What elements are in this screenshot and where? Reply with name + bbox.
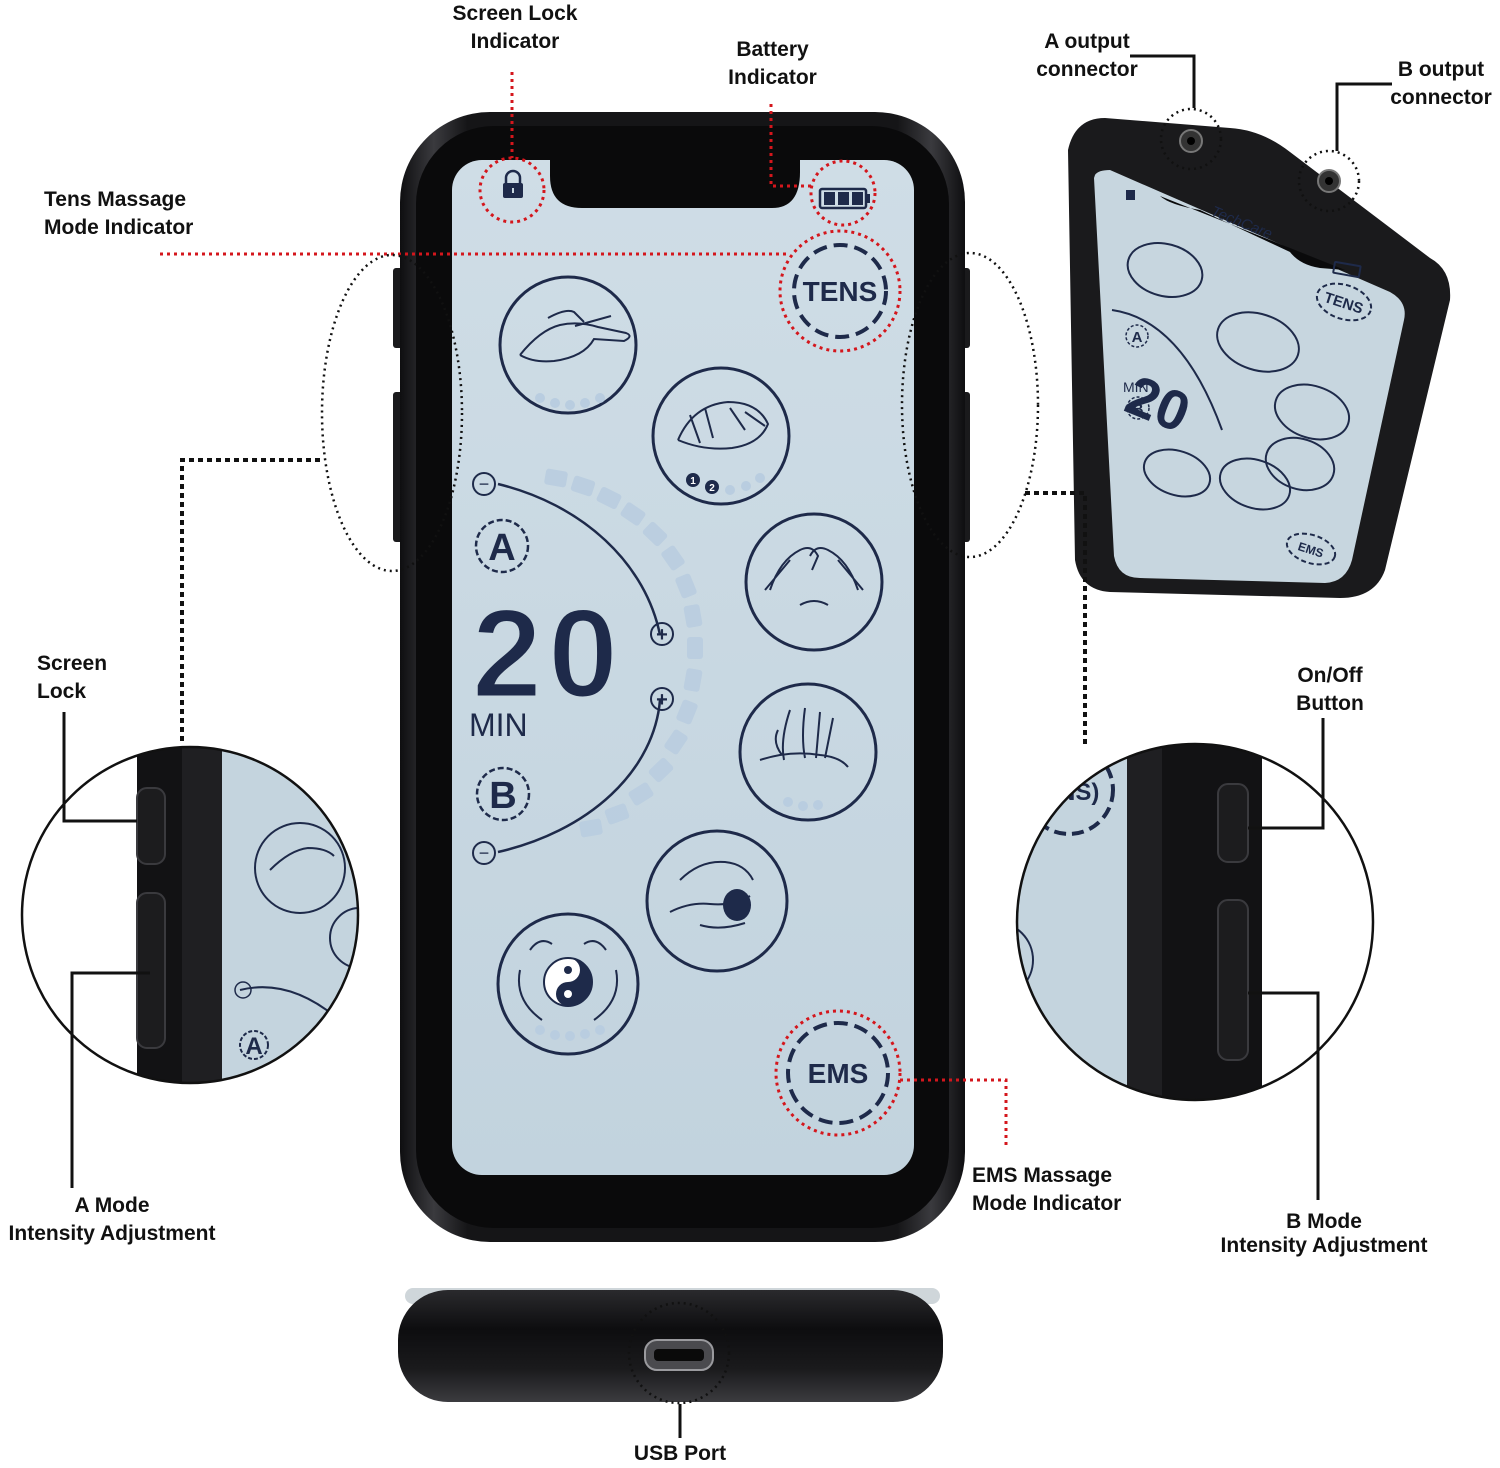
a-jack-callout: [1159, 107, 1223, 171]
a-plus-symbol: +: [650, 622, 674, 646]
bottom-view-device: [398, 1288, 943, 1402]
label-line: On/Off: [1297, 664, 1363, 687]
press-icon: [738, 682, 878, 822]
hand-massage-icon: [498, 275, 638, 415]
tens-callout-ring: [778, 229, 902, 353]
svg-text:2: 2: [709, 483, 715, 494]
label-line: Mode Indicator: [972, 1192, 1122, 1215]
right-zoom-inset: NS): [1015, 742, 1375, 1102]
right-zoom-connector: [1025, 491, 1087, 745]
label-line: Lock: [37, 680, 87, 703]
label-line: B output: [1397, 58, 1485, 81]
label-line: Indicator: [728, 66, 817, 89]
battery-indicator-label: Battery Indicator: [700, 36, 845, 92]
svg-text:TENS: TENS: [803, 276, 878, 307]
svg-text:A: A: [245, 1033, 262, 1060]
label-line: Tens Massage: [44, 188, 187, 211]
svg-text:1: 1: [690, 476, 696, 487]
svg-text:B: B: [1133, 401, 1144, 418]
label-line: EMS Massage: [972, 1164, 1113, 1187]
label-line: B Mode: [1286, 1210, 1362, 1233]
label-line: Intensity Adjustment: [1220, 1234, 1428, 1257]
lock-icon: [503, 169, 523, 198]
usb-port[interactable]: [644, 1339, 714, 1371]
ems-callout-line: [900, 1078, 1008, 1146]
svg-text:A: A: [1132, 329, 1143, 346]
callouts: [62, 54, 1392, 1438]
b-output-connector-label: B output connector: [1382, 56, 1500, 112]
pinch-icon: [744, 512, 884, 652]
label-line: Screen: [37, 652, 108, 675]
label-line: Indicator: [470, 30, 560, 53]
usb-port-label: USB Port: [610, 1440, 750, 1468]
b-minus-symbol: −: [472, 841, 496, 865]
label-line: USB Port: [633, 1442, 727, 1465]
a-output-connector-label: A output connector: [1022, 28, 1152, 84]
b-intensity-button-closeup[interactable]: [1217, 899, 1249, 1061]
svg-text:EMS: EMS: [808, 1058, 869, 1089]
a-minus-symbol: −: [472, 472, 496, 496]
lock-callout-ring: [478, 156, 546, 224]
label-line: Screen Lock: [452, 2, 578, 25]
on-off-button-label: On/Off Button: [1270, 662, 1390, 718]
svg-text:−: −: [479, 843, 490, 863]
label-line: connector: [1036, 58, 1138, 81]
b-jack-callout: [1297, 149, 1361, 213]
label-line: Battery: [736, 38, 809, 61]
label-line: Button: [1296, 692, 1364, 715]
battery-callout-ring: [809, 159, 877, 227]
channel-b-badge: B: [475, 766, 531, 822]
kneading-icon: 1 2: [651, 366, 791, 506]
timer-value: 20: [472, 583, 624, 724]
level-segments: [544, 468, 703, 838]
main-device: − − + + A B 20 MIN TENS: [393, 112, 970, 1242]
a-mode-intensity-label: A Mode Intensity Adjustment: [0, 1192, 224, 1248]
left-zoom-inset: A: [20, 745, 360, 1085]
svg-text:MIN: MIN: [1123, 379, 1149, 395]
svg-text:+: +: [656, 689, 668, 711]
screen-lock-indicator-label: Screen Lock Indicator: [420, 0, 610, 56]
ems-mode-indicator-label: EMS Massage Mode Indicator: [972, 1162, 1121, 1218]
intensity-arc: [497, 482, 662, 636]
channel-a-badge: A: [474, 518, 530, 574]
notch: [550, 160, 800, 208]
label-line: Mode Indicator: [44, 216, 194, 239]
b-mode-intensity-label: B Mode Intensity Adjustment: [1210, 1210, 1438, 1258]
cupping-icon: [645, 829, 789, 973]
angled-device: TechCare TENS EMS 20 MIN A B: [1068, 118, 1451, 598]
on-off-button-closeup[interactable]: [1217, 783, 1249, 863]
screen-lock-label: Screen Lock: [37, 650, 107, 706]
svg-text:−: −: [479, 474, 490, 494]
battery-icon: [818, 187, 870, 210]
label-line: A output: [1044, 30, 1130, 53]
usb-callout: [627, 1301, 731, 1405]
label-line: A Mode: [74, 1194, 150, 1217]
svg-text:+: +: [656, 624, 668, 646]
label-line: connector: [1390, 86, 1492, 109]
left-zoom-connector: [180, 458, 320, 745]
left-buttons-callout: [320, 253, 464, 573]
ems-mode-badge: EMS: [786, 1021, 890, 1125]
yin-yang-icon: [496, 912, 640, 1056]
svg-text:A: A: [488, 527, 515, 569]
b-plus-symbol: +: [650, 687, 674, 711]
tens-mode-indicator-label: Tens Massage Mode Indicator: [44, 186, 193, 242]
right-buttons-callout: [900, 251, 1040, 559]
label-line: Intensity Adjustment: [8, 1222, 216, 1245]
tens-mode-badge: TENS: [792, 243, 888, 339]
svg-text:B: B: [489, 775, 516, 817]
ems-callout-ring: [774, 1009, 902, 1137]
timer-unit: MIN: [469, 707, 528, 743]
